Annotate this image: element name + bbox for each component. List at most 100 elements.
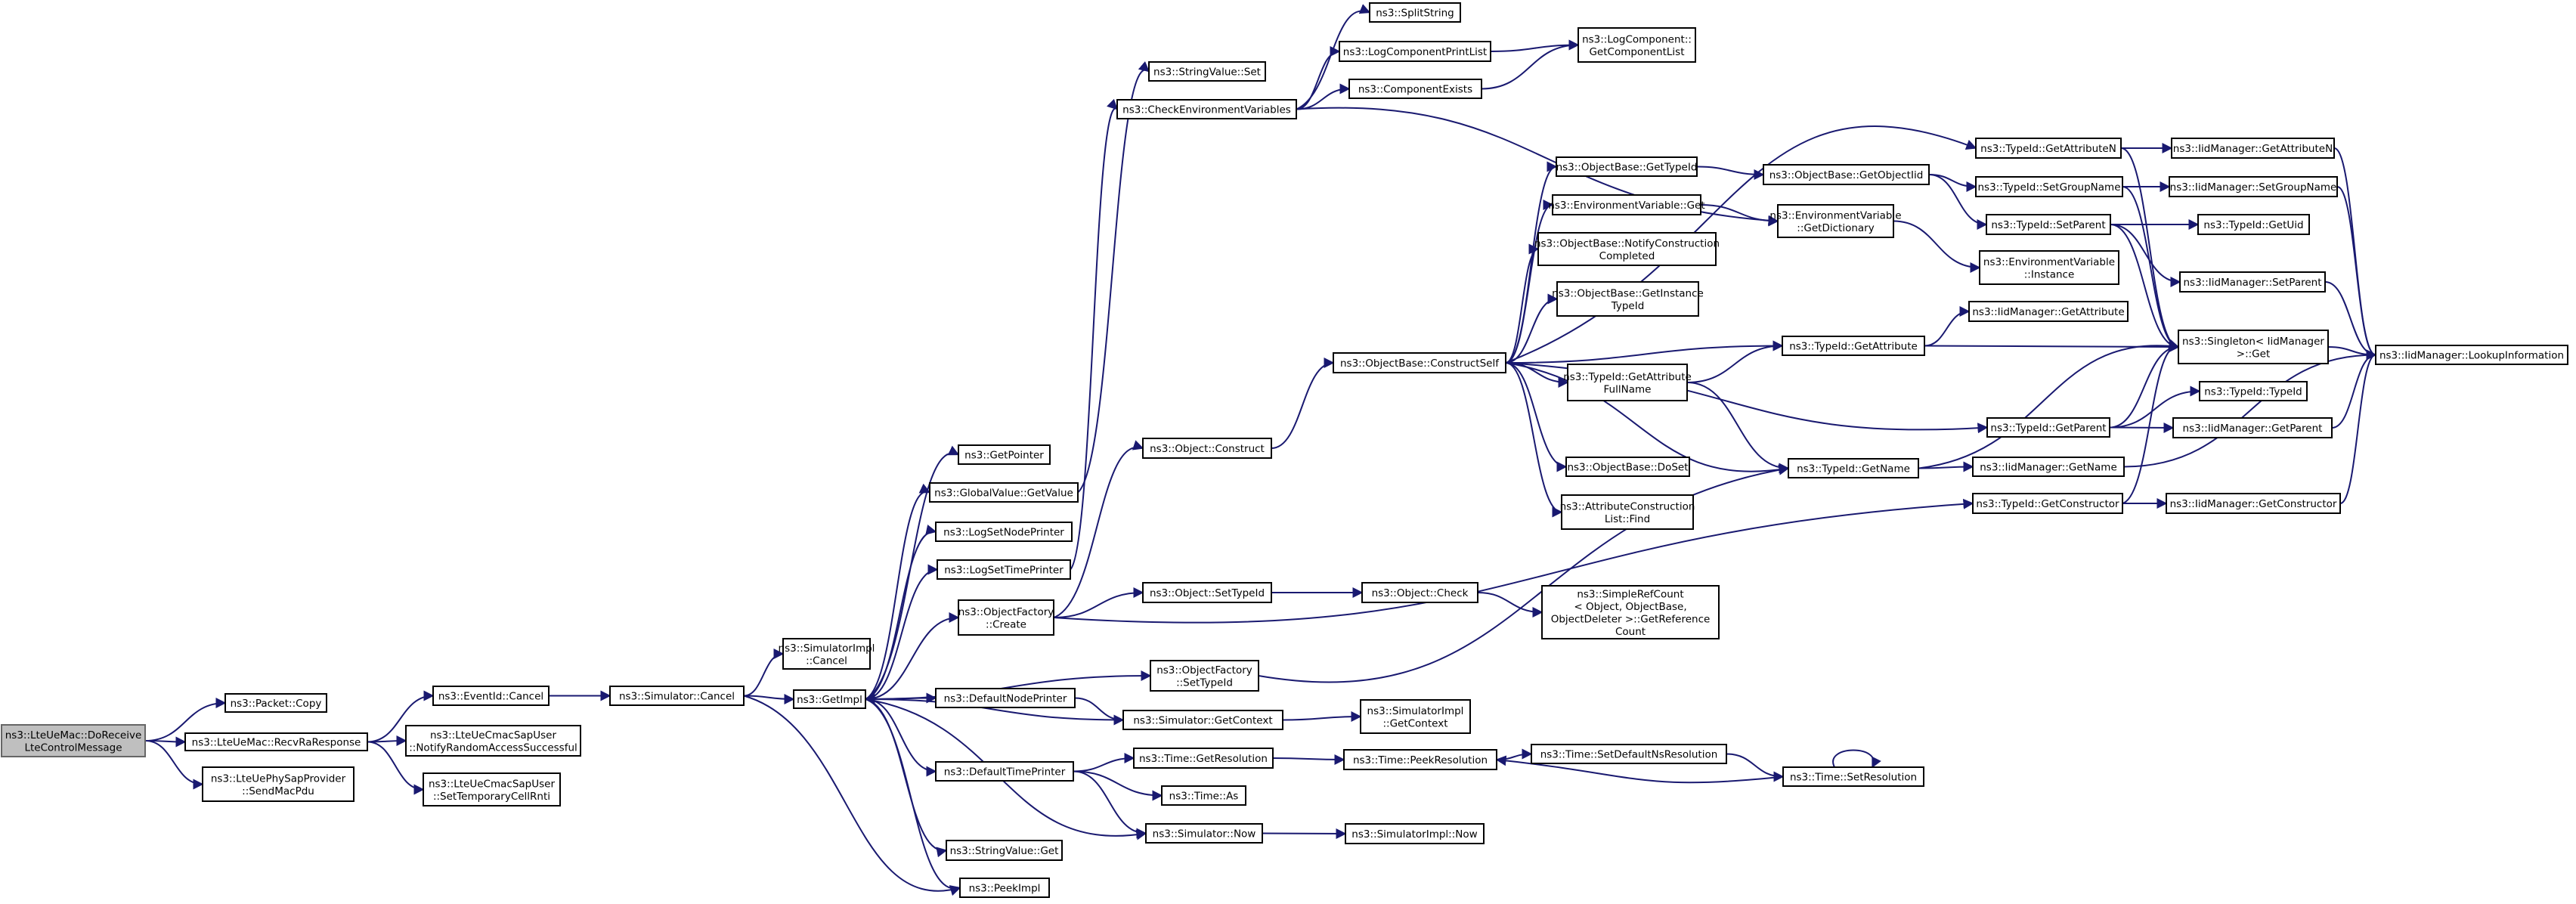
node-typeidsetparent[interactable]: ns3::TypeId::SetParent	[1986, 214, 2111, 235]
node-simgetcontext[interactable]: ns3::Simulator::GetContext	[1122, 710, 1283, 730]
node-iidmgrgetname[interactable]: ns3::IidManager::GetName	[1972, 457, 2125, 477]
node-objfactcreate[interactable]: ns3::ObjectFactory::Create	[958, 599, 1054, 636]
node-box	[935, 761, 1074, 782]
edge-objconstruct-to-objbaseconstructself	[1271, 358, 1335, 449]
node-box	[1972, 457, 2125, 477]
node-simnow[interactable]: ns3::Simulator::Now	[1145, 823, 1263, 844]
node-box	[2166, 493, 2341, 514]
node-objbasegettypeid[interactable]: ns3::ObjectBase::GetTypeId	[1556, 156, 1698, 177]
node-notifyra[interactable]: ns3::LteUeCmacSapUser::NotifyRandomAcces…	[405, 725, 581, 757]
node-iidmgrlookup[interactable]: ns3::IidManager::LookupInformation	[2375, 345, 2568, 365]
node-box	[1133, 748, 1274, 769]
node-envvarget[interactable]: ns3::EnvironmentVariable::Get	[1548, 194, 1705, 215]
node-box	[1360, 699, 1471, 734]
edge-typeidgetattr-to-iidmgrgetattr	[1924, 306, 1971, 347]
node-simcancel[interactable]: ns3::Simulator::Cancel	[609, 686, 745, 706]
node-checkenv[interactable]: ns3::CheckEnvironmentVariables	[1116, 99, 1297, 119]
node-gvgetvalue[interactable]: ns3::GlobalValue::GetValue	[929, 482, 1079, 503]
node-svset[interactable]: ns3::StringValue::Set	[1148, 61, 1266, 82]
node-objconstruct[interactable]: ns3::Object::Construct	[1142, 438, 1272, 459]
node-label: ns3::ObjectFactory	[1156, 664, 1252, 676]
node-getimpl[interactable]: ns3::GetImpl	[793, 689, 866, 709]
node-timepeekres[interactable]: ns3::Time::PeekResolution	[1343, 749, 1497, 770]
node-simimplgetcontext[interactable]: ns3::SimulatorImpl::GetContext	[1360, 699, 1471, 734]
node-label: ns3::Simulator::Cancel	[619, 691, 735, 703]
node-box	[1, 724, 146, 757]
node-objsettypeid[interactable]: ns3::Object::SetTypeId	[1142, 582, 1272, 603]
node-logcompgetlist[interactable]: ns3::LogComponent::GetComponentList	[1577, 27, 1696, 63]
node-box	[423, 772, 561, 806]
edge-deftimeprinter-to-simnow	[1073, 770, 1147, 839]
node-label: ns3::Time::As	[1169, 791, 1239, 803]
node-label: ns3::SimulatorImpl	[779, 642, 875, 655]
node-objcheck[interactable]: ns3::Object::Check	[1361, 582, 1478, 603]
node-envvargetdict[interactable]: ns3::EnvironmentVariable::GetDictionary	[1769, 204, 1902, 238]
node-label: ns3::LteUeCmacSapUser	[429, 778, 555, 790]
node-objbasegetobjectiid[interactable]: ns3::ObjectBase::GetObjectIid	[1763, 164, 1930, 185]
node-peekimpl[interactable]: ns3::PeekImpl	[959, 878, 1050, 898]
node-singletonget[interactable]: ns3::Singleton< IidManager>::Get	[2178, 330, 2329, 364]
node-iidmgrgetattr[interactable]: ns3::IidManager::GetAttribute	[1968, 301, 2129, 322]
node-label: >::Get	[2237, 348, 2270, 360]
node-compexists[interactable]: ns3::ComponentExists	[1348, 79, 1482, 99]
node-typeidtypeid[interactable]: ns3::TypeId::TypeId	[2199, 381, 2308, 401]
node-label: ns3::ObjectBase::GetInstance	[1552, 287, 1704, 299]
node-iidmgrgetparent[interactable]: ns3::IidManager::GetParent	[2172, 417, 2333, 438]
node-box	[1777, 204, 1894, 238]
node-simplerefcount[interactable]: ns3::SimpleRefCount< Object, ObjectBase,…	[1541, 585, 1720, 639]
node-label: ns3::SimpleRefCount	[1577, 588, 1683, 600]
node-label: ns3::IidManager::GetName	[1980, 462, 2117, 474]
node-recvra[interactable]: ns3::LteUeMac::RecvRaResponse	[184, 732, 368, 751]
edge-getimpl-to-logsettime	[865, 564, 939, 700]
edge-typeidgetattrfull-to-typeidgetname	[1686, 382, 1790, 474]
node-sendmac[interactable]: ns3::LteUePhySapProvider::SendMacPdu	[202, 766, 355, 802]
node-objbaseconstructself[interactable]: ns3::ObjectBase::ConstructSelf	[1333, 352, 1506, 373]
node-box	[432, 686, 550, 706]
node-label: ns3::LogComponent::	[1582, 33, 1692, 45]
node-label: ns3::GetImpl	[797, 694, 862, 706]
node-pktcopy[interactable]: ns3::Packet::Copy	[224, 693, 327, 713]
node-timeas[interactable]: ns3::Time::As	[1161, 785, 1246, 806]
edges-layer	[144, 4, 2377, 896]
node-logsetnode[interactable]: ns3::LogSetNodePrinter	[935, 522, 1073, 542]
node-splitstring[interactable]: ns3::SplitString	[1369, 2, 1461, 23]
node-svget[interactable]: ns3::StringValue::Get	[946, 840, 1063, 861]
node-defnodeprinter[interactable]: ns3::DefaultNodePrinter	[935, 688, 1076, 708]
node-envvarinstance[interactable]: ns3::EnvironmentVariable::Instance	[1979, 250, 2119, 285]
node-box	[1567, 364, 1688, 401]
node-logsettime[interactable]: ns3::LogSetTimePrinter	[937, 559, 1071, 580]
node-typeidgetparent[interactable]: ns3::TypeId::GetParent	[1986, 417, 2110, 438]
node-objbasenotify[interactable]: ns3::ObjectBase::NotifyConstructionCompl…	[1534, 232, 1720, 266]
node-simimplcancel[interactable]: ns3::SimulatorImpl::Cancel	[779, 638, 875, 670]
edge-iidmgrsetgroup-to-iidmgrlookup	[2336, 186, 2377, 361]
node-typeidgetname[interactable]: ns3::TypeId::GetName	[1788, 458, 1919, 478]
node-objfactsettypeid[interactable]: ns3::ObjectFactory::SetTypeId	[1150, 660, 1259, 692]
node-root[interactable]: ns3::LteUeMac::DoReceiveLteControlMessag…	[1, 724, 146, 757]
node-simimplnow[interactable]: ns3::SimulatorImpl::Now	[1345, 823, 1485, 844]
node-iidmgrgetconstructor[interactable]: ns3::IidManager::GetConstructor	[2166, 493, 2341, 514]
node-typeidgetconstructor[interactable]: ns3::TypeId::GetConstructor	[1972, 493, 2123, 514]
node-timegetres[interactable]: ns3::Time::GetResolution	[1133, 748, 1274, 769]
node-iidmgrsetparent[interactable]: ns3::IidManager::SetParent	[2179, 271, 2326, 293]
node-getpointer[interactable]: ns3::GetPointer	[958, 444, 1051, 465]
node-box	[1565, 457, 1690, 477]
node-box	[1142, 438, 1272, 459]
node-box	[1348, 79, 1482, 99]
node-deftimeprinter[interactable]: ns3::DefaultTimePrinter	[935, 761, 1074, 782]
node-label: ns3::LteUePhySapProvider	[211, 772, 346, 785]
node-typeidsetgroup[interactable]: ns3::TypeId::SetGroupName	[1975, 176, 2123, 197]
node-timesetdefaultns[interactable]: ns3::Time::SetDefaultNsResolution	[1531, 744, 1727, 764]
node-objbasedoset[interactable]: ns3::ObjectBase::DoSet	[1565, 457, 1690, 477]
node-logcompprintlist[interactable]: ns3::LogComponentPrintList	[1339, 41, 1491, 62]
node-timesetres[interactable]: ns3::Time::SetResolution	[1782, 766, 1924, 787]
node-typeidgetattr[interactable]: ns3::TypeId::GetAttribute	[1782, 336, 1925, 356]
node-iidmgrsetgroup[interactable]: ns3::IidManager::SetGroupName	[2169, 176, 2338, 197]
node-settemp[interactable]: ns3::LteUeCmacSapUser::SetTemporaryCellR…	[423, 772, 561, 806]
node-evcancel[interactable]: ns3::EventId::Cancel	[432, 686, 550, 706]
node-typeidgetattrn[interactable]: ns3::TypeId::GetAttributeN	[1975, 138, 2122, 159]
node-iidmgrgetattrn[interactable]: ns3::IidManager::GetAttributeN	[2171, 138, 2335, 159]
node-typeidgetuid[interactable]: ns3::TypeId::GetUid	[2197, 214, 2310, 235]
